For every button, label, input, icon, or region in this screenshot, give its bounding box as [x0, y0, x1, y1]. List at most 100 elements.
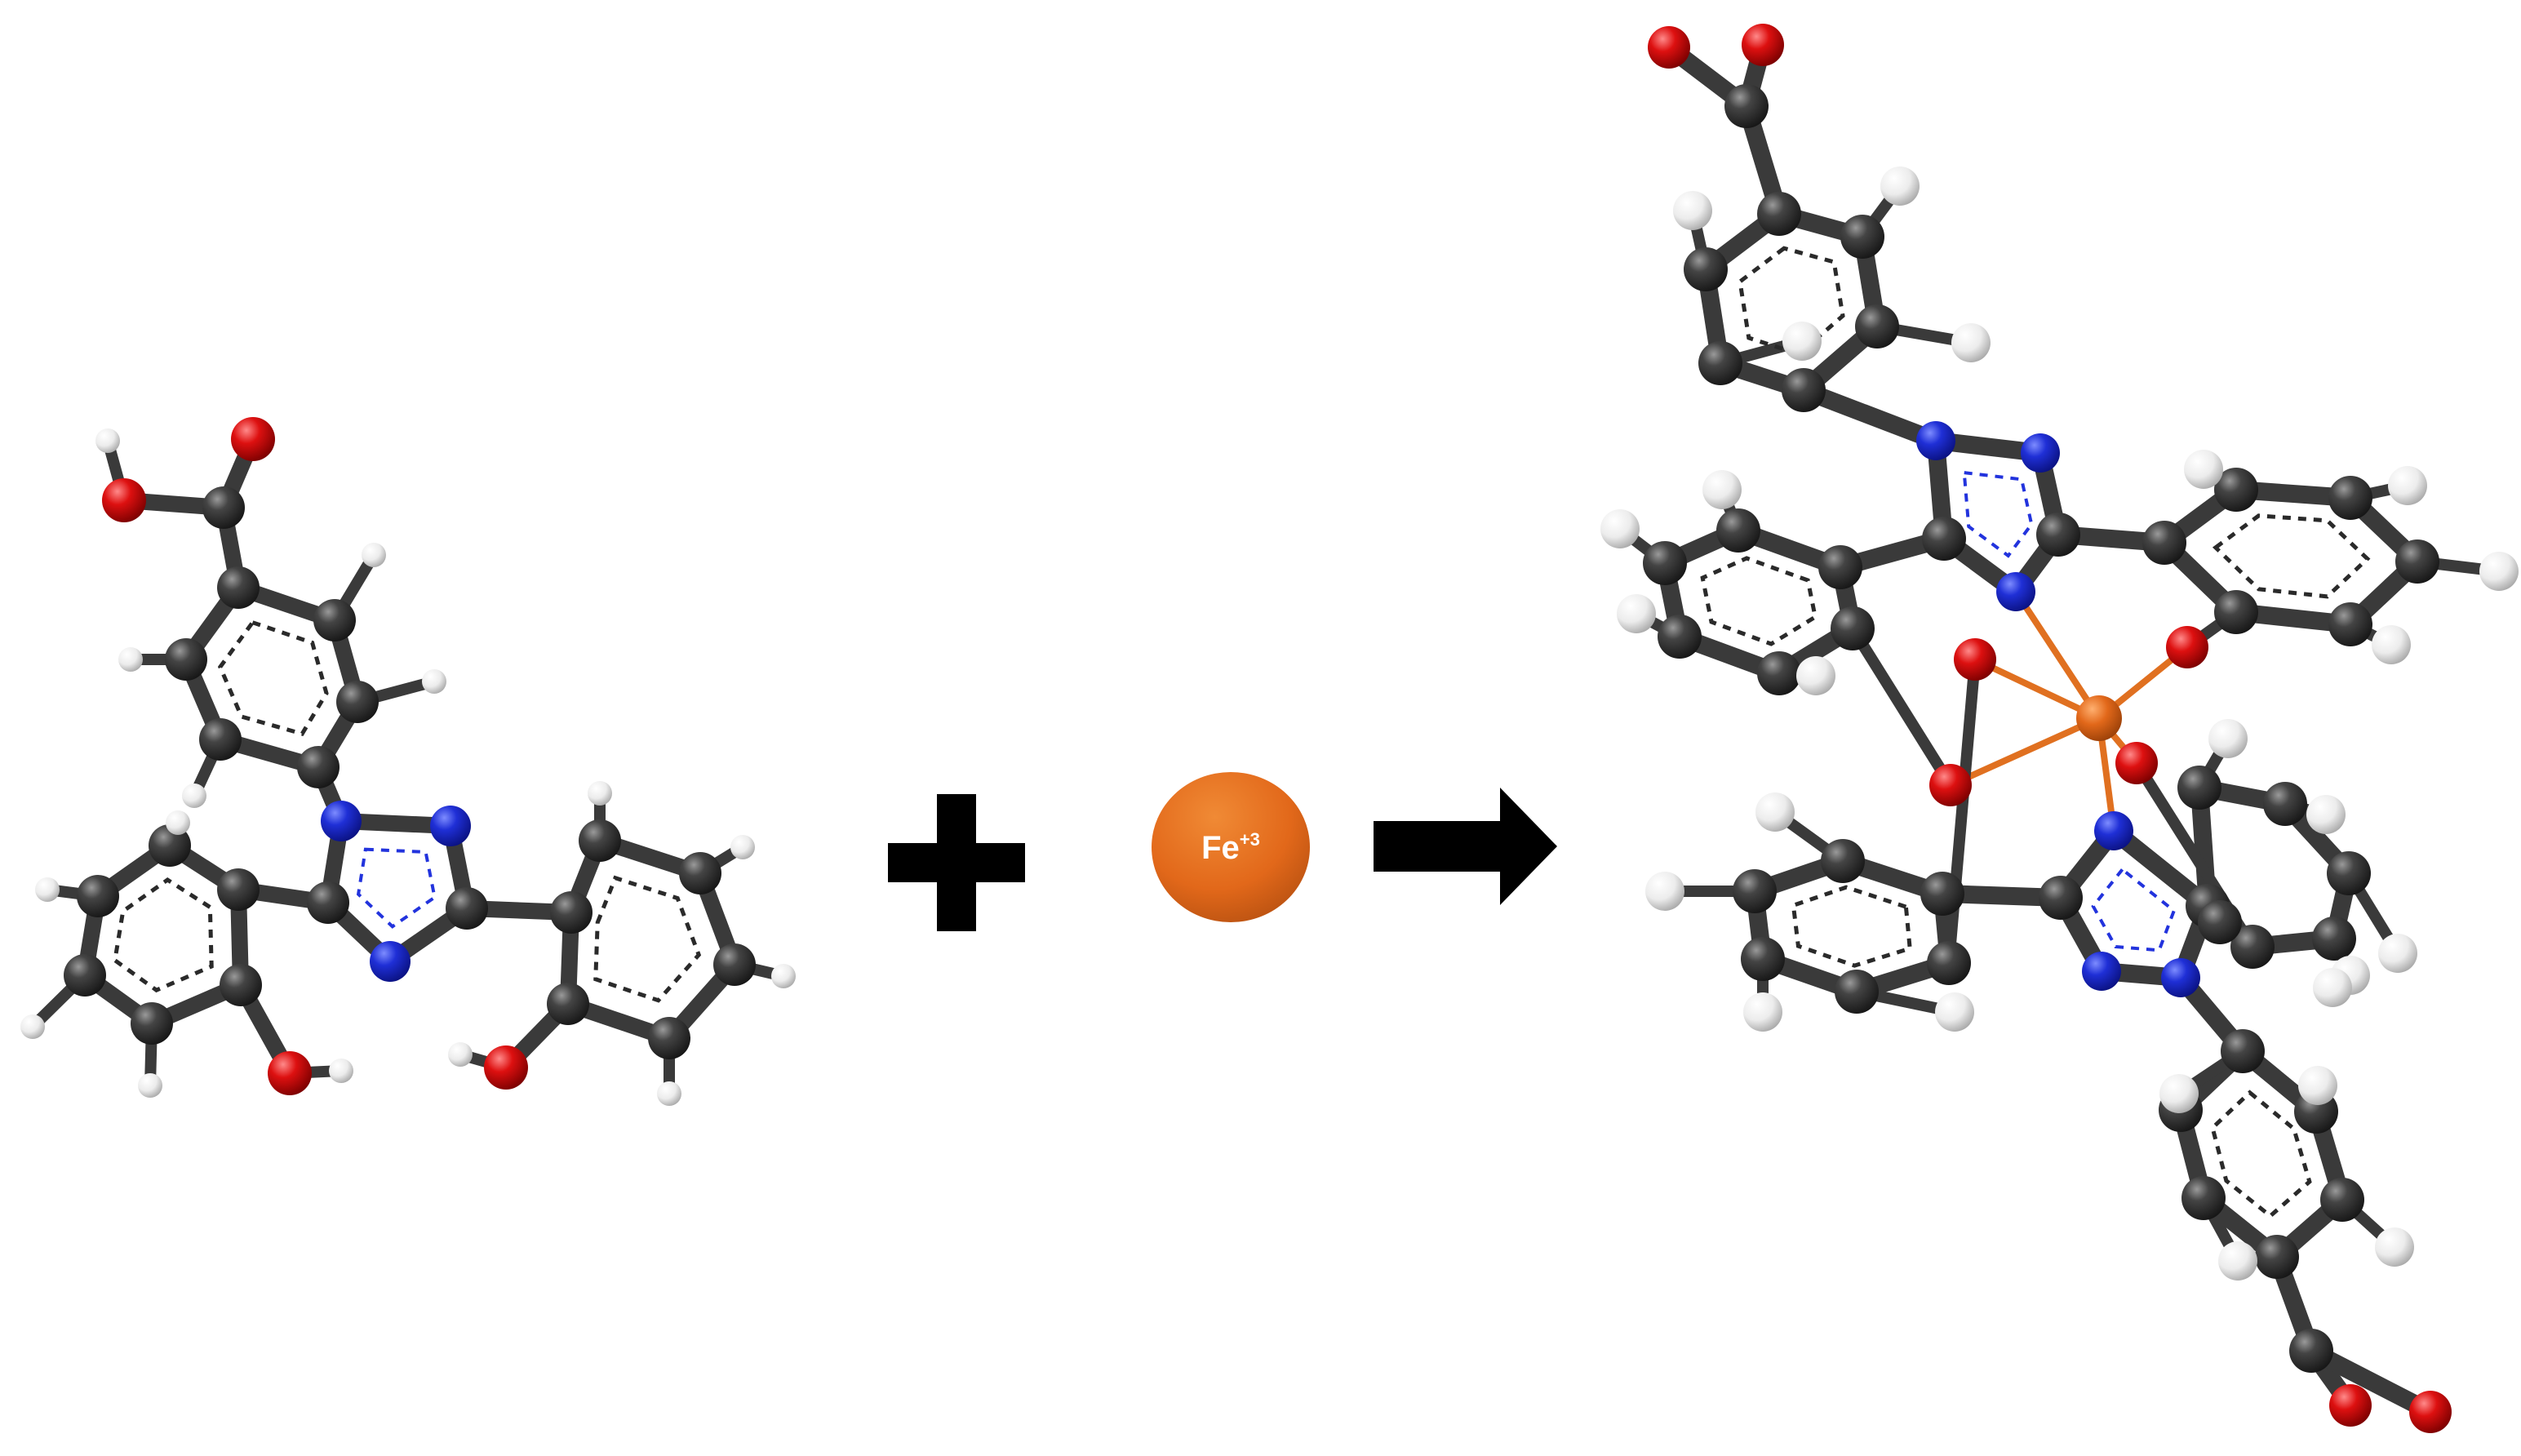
hydrogen-atom	[138, 1073, 162, 1098]
hydrogen-atom	[1951, 323, 1991, 362]
bond	[2302, 1342, 2439, 1421]
nitrogen-atom	[2021, 433, 2060, 473]
ion-symbol: Fe	[1201, 830, 1240, 866]
hydrogen-atom	[35, 877, 60, 902]
aromatic-ring-indicator	[2212, 513, 2371, 599]
carbon-atom	[202, 486, 245, 529]
carbon-atom	[2214, 590, 2258, 634]
carbon-atom	[1658, 615, 1702, 659]
carbon-atom	[1716, 508, 1760, 553]
carbon-atom	[336, 681, 379, 723]
nitrogen-atom	[2082, 952, 2121, 991]
carbon-atom	[2327, 851, 2371, 895]
hydrogen-atom	[1755, 792, 1795, 832]
hydrogen-atom	[2159, 1074, 2199, 1113]
hydrogen-atom	[2298, 1066, 2337, 1105]
aromatic-ring-indicator	[593, 875, 702, 1003]
carbon-atom	[2221, 1029, 2265, 1073]
hydrogen-atom	[118, 647, 143, 672]
hydrogen-atom	[2375, 1227, 2414, 1267]
carbon-atom	[131, 1002, 173, 1045]
hydrogen-atom	[657, 1081, 681, 1106]
carbon-atom	[2289, 1329, 2333, 1373]
hydrogen-atom	[1782, 322, 1822, 361]
hydrogen-atom	[20, 1014, 45, 1039]
carbon-atom	[1643, 541, 1687, 585]
carbon-atom	[1920, 872, 1964, 916]
aromatic-ring-indicator	[2091, 867, 2177, 952]
carbon-atom	[1724, 84, 1769, 128]
bond	[1795, 381, 1945, 450]
hydrogen-atom	[588, 781, 612, 806]
oxygen-atom	[1929, 764, 1972, 806]
oxygen-atom	[231, 417, 275, 461]
carbon-atom	[2036, 513, 2080, 557]
carbon-atom	[297, 746, 340, 788]
carbon-atom	[1757, 192, 1801, 236]
oxygen-atom	[102, 478, 146, 522]
carbon-atom	[446, 887, 488, 930]
iron-complex-molecule	[1600, 24, 2519, 1433]
carbon-atom	[217, 566, 260, 609]
carbon-atom	[220, 964, 262, 1006]
oxygen-atom	[1742, 24, 1784, 66]
carbon-atom	[1698, 341, 1742, 385]
carbon-atom	[77, 875, 119, 917]
carbon-atom	[1818, 545, 1862, 589]
oxygen-atom	[2409, 1391, 2452, 1433]
hydrogen-atom	[422, 669, 446, 694]
carbon-atom	[2320, 1178, 2364, 1222]
carbon-atom	[2312, 917, 2356, 961]
carbon-atom	[1782, 368, 1826, 412]
nitrogen-atom	[2161, 958, 2200, 997]
hydrogen-atom	[2378, 934, 2417, 973]
nitrogen-atom	[370, 941, 411, 982]
nitrogen-atom	[1996, 572, 2035, 611]
hydrogen-atom	[730, 835, 755, 859]
hydrogen-atom	[2306, 795, 2346, 834]
carbon-atom	[1741, 937, 1785, 981]
hydrogen-atom	[1673, 191, 1712, 230]
hydrogen-atom	[2388, 466, 2427, 505]
bond	[2013, 588, 2102, 721]
aromatic-ring-indicator	[113, 877, 214, 993]
nitrogen-atom	[2094, 811, 2133, 850]
carbon-atom	[307, 881, 349, 924]
aromatic-ring-indicator	[217, 619, 329, 737]
carbon-atom	[1855, 304, 1899, 348]
bond	[1847, 623, 1956, 791]
carbon-atom	[2395, 539, 2439, 584]
nitrogen-atom	[1916, 421, 1955, 460]
carbon-atom	[2181, 1176, 2226, 1220]
carbon-atom	[1821, 839, 1865, 883]
carbon-atom	[2328, 476, 2372, 520]
oxygen-atom	[484, 1045, 528, 1090]
oxygen-atom	[268, 1051, 312, 1095]
carbon-atom	[579, 819, 621, 862]
nitrogen-atom	[430, 806, 471, 846]
ion-label: Fe+3	[1201, 829, 1260, 866]
carbon-atom	[679, 852, 721, 894]
carbon-atom	[313, 599, 356, 641]
carbon-atom	[713, 943, 756, 986]
hydrogen-atom	[1796, 656, 1835, 695]
carbon-atom	[2328, 602, 2372, 646]
carbon-atom	[1684, 247, 1728, 291]
hydrogen-atom	[1617, 594, 1656, 633]
aromatic-ring-indicator	[1791, 885, 1912, 968]
oxygen-atom	[2115, 742, 2158, 784]
hydrogen-atom	[95, 428, 120, 453]
hydrogen-atom	[362, 543, 386, 567]
bond	[1943, 654, 1981, 969]
oxygen-atom	[2166, 626, 2208, 668]
nitrogen-atom	[321, 801, 362, 841]
hydrogen-atom	[1702, 470, 1742, 509]
ligand-molecule	[20, 417, 796, 1106]
carbon-atom	[2214, 468, 2258, 512]
bond	[1947, 715, 2102, 788]
carbon-atom	[547, 983, 589, 1025]
aromatic-ring-indicator	[1700, 556, 1818, 646]
carbon-atom	[199, 718, 242, 761]
carbon-atom	[2255, 1235, 2299, 1279]
oxygen-atom	[1648, 26, 1690, 69]
